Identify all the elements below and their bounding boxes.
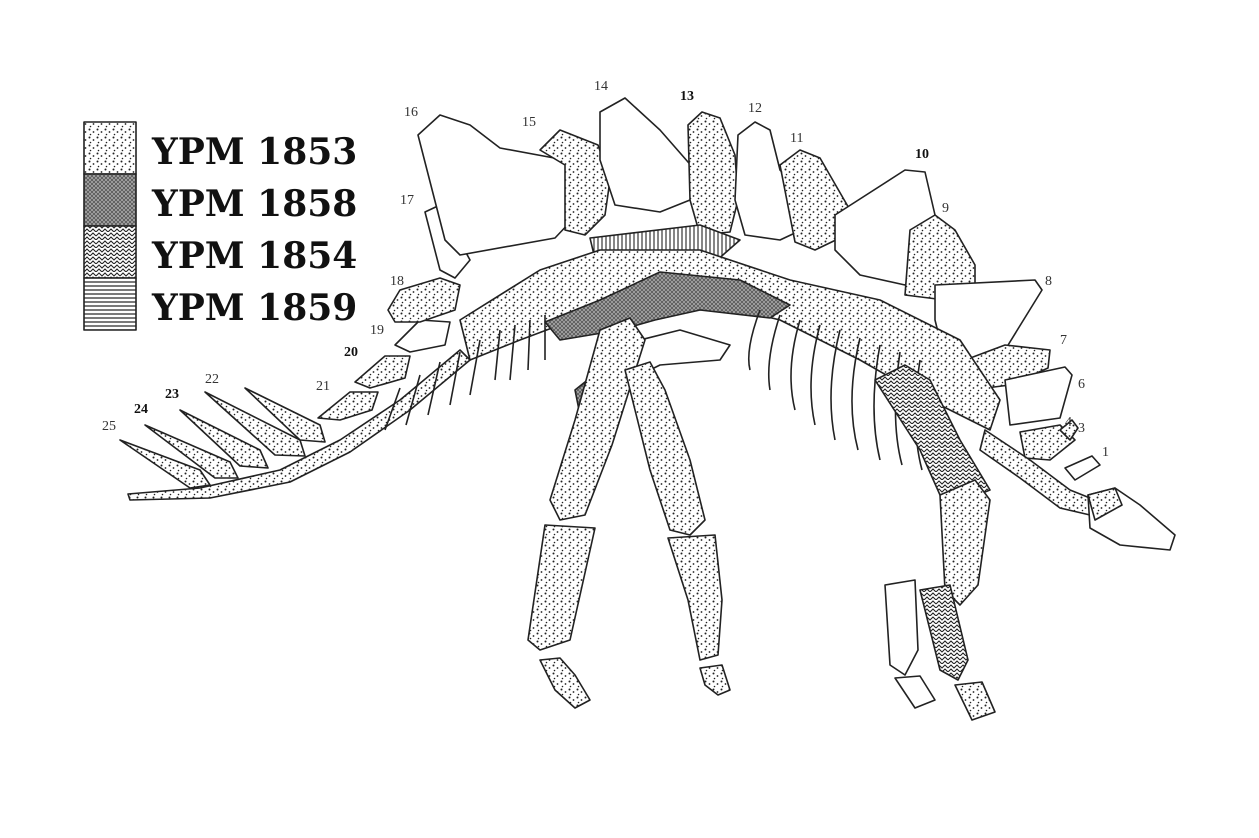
plate-label-24: 24	[134, 402, 148, 417]
legend-item-crosshatch: YPM 1858	[84, 174, 357, 226]
femur-right	[625, 362, 705, 535]
plate-label-8: 8	[1045, 274, 1052, 289]
legend-label-crosshatch: YPM 1858	[151, 183, 357, 225]
legend-swatch-wavy	[84, 226, 136, 278]
plate-20	[355, 356, 410, 388]
forearm-left	[885, 580, 918, 675]
plate-label-15: 15	[522, 115, 536, 130]
plate-label-11: 11	[790, 131, 803, 146]
plate-19	[395, 320, 450, 352]
legend-label-stipple: YPM 1853	[151, 131, 357, 173]
plate-1	[1065, 456, 1100, 480]
femur-left	[550, 318, 645, 520]
hand-left	[895, 676, 935, 708]
plate-14	[600, 98, 695, 212]
plate-label-22: 22	[205, 372, 219, 387]
legend-item-lines: YPM 1859	[84, 278, 357, 330]
hand-right	[955, 682, 995, 720]
plate-13	[688, 112, 738, 235]
plate-label-10: 10	[915, 147, 929, 162]
plate-label-13: 13	[680, 89, 694, 104]
foot-left	[540, 658, 590, 708]
plate-label-3: 3	[1078, 421, 1085, 436]
plate-label-7: 7	[1060, 333, 1067, 348]
plate-21	[318, 392, 378, 420]
legend-label-wavy: YPM 1854	[151, 235, 357, 277]
plate-label-12: 12	[748, 101, 762, 116]
legend-item-stipple: YPM 1853	[84, 122, 357, 174]
plate-label-14: 14	[594, 79, 608, 94]
tibia-left	[528, 525, 595, 650]
plate-label-17: 17	[400, 193, 414, 208]
legend: YPM 1853 YPM 1858 YPM 1854 YPM 1859	[84, 122, 357, 330]
plate-label-23: 23	[165, 387, 179, 402]
plate-label-6: 6	[1078, 377, 1085, 392]
plate-label-18: 18	[390, 274, 404, 289]
tibia-right	[668, 535, 722, 660]
foot-right	[700, 665, 730, 695]
plate-label-25: 25	[102, 419, 116, 434]
legend-label-lines: YPM 1859	[151, 287, 357, 329]
plate-label-4: 4	[1065, 415, 1072, 430]
plate-label-16: 16	[404, 105, 418, 120]
legend-swatch-crosshatch	[84, 174, 136, 226]
plate-label-1: 1	[1102, 445, 1109, 460]
legend-swatch-stipple	[84, 122, 136, 174]
plate-label-9: 9	[942, 201, 949, 216]
plate-label-20: 20	[344, 345, 358, 360]
legend-item-wavy: YPM 1854	[84, 226, 357, 278]
plate-label-21: 21	[316, 379, 330, 394]
plate-label-19: 19	[370, 323, 384, 338]
legend-swatch-lines	[84, 278, 136, 330]
